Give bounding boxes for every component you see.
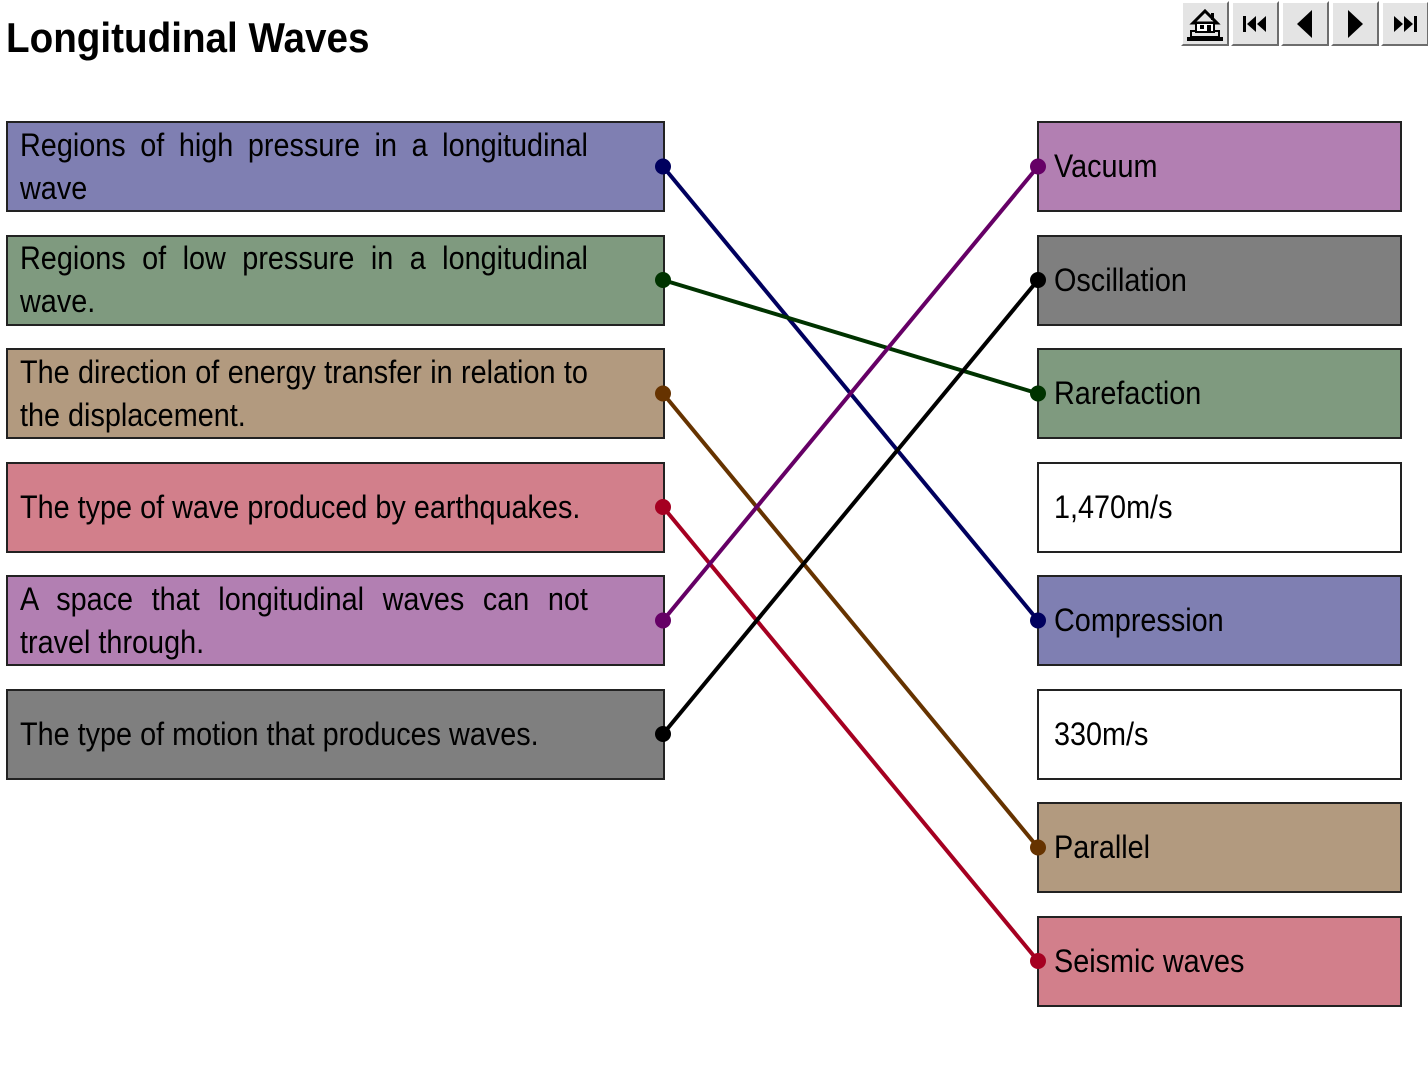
prompt-label: Regions of high pressure in a longitudin… [20,126,588,206]
home-icon [1187,8,1223,41]
prompt-box-high-pressure[interactable]: Regions of high pressure in a longitudin… [6,121,665,212]
match-line [661,392,1040,849]
match-line [661,505,1040,963]
home-button[interactable] [1181,1,1229,46]
first-page-icon [1243,15,1266,32]
answer-box-parallel[interactable]: Parallel [1037,802,1402,893]
match-line [661,165,1040,622]
answer-box-compression[interactable]: Compression [1037,575,1402,666]
answer-label: Compression [1054,602,1224,638]
next-page-icon [1348,9,1363,38]
prompt-box-low-pressure[interactable]: Regions of low pressure in a longitudina… [6,234,665,326]
previous-page-button[interactable] [1281,1,1329,46]
answer-label: Vacuum [1054,148,1158,184]
prompt-box-motion-type[interactable]: The type of motion that produces waves. [6,688,665,780]
answer-box-oscillation[interactable]: Oscillation [1037,234,1402,326]
answer-box-rarefaction[interactable]: Rarefaction [1037,348,1402,439]
answer-box-330[interactable]: 330m/s [1037,688,1402,780]
answer-label: 330m/s [1054,715,1149,752]
prompt-label: The direction of energy transfer in rela… [20,353,588,433]
answer-label: Seismic waves [1054,942,1245,979]
last-page-icon [1394,15,1417,32]
next-page-button[interactable] [1331,1,1379,46]
match-line [661,165,1040,622]
answer-box-1470[interactable]: 1,470m/s [1037,461,1402,553]
last-page-button[interactable] [1381,1,1428,46]
page-title: Longitudinal Waves [6,14,370,61]
prompt-label: The type of wave produced by earthquakes… [20,488,581,525]
match-line [662,278,1039,396]
prompt-label: The type of motion that produces waves. [20,715,539,752]
answer-box-seismic[interactable]: Seismic waves [1037,915,1402,1007]
match-line [661,278,1040,736]
answer-box-vacuum[interactable]: Vacuum [1037,121,1402,212]
answer-label: Parallel [1054,829,1151,865]
prompt-label: Regions of low pressure in a longitudina… [20,240,588,319]
first-page-button[interactable] [1231,1,1279,46]
previous-page-icon [1297,9,1312,38]
prompt-box-no-travel-space[interactable]: A space that longitudinal waves can not … [6,575,665,666]
navigation-toolbar [1181,1,1428,48]
answer-label: 1,470m/s [1054,488,1173,525]
answer-label: Rarefaction [1054,375,1202,411]
prompt-box-earthquake-wave[interactable]: The type of wave produced by earthquakes… [6,461,665,553]
prompt-box-energy-direction[interactable]: The direction of energy transfer in rela… [6,348,665,439]
answer-label: Oscillation [1054,261,1187,298]
prompt-label: A space that longitudinal waves can not … [20,580,588,660]
